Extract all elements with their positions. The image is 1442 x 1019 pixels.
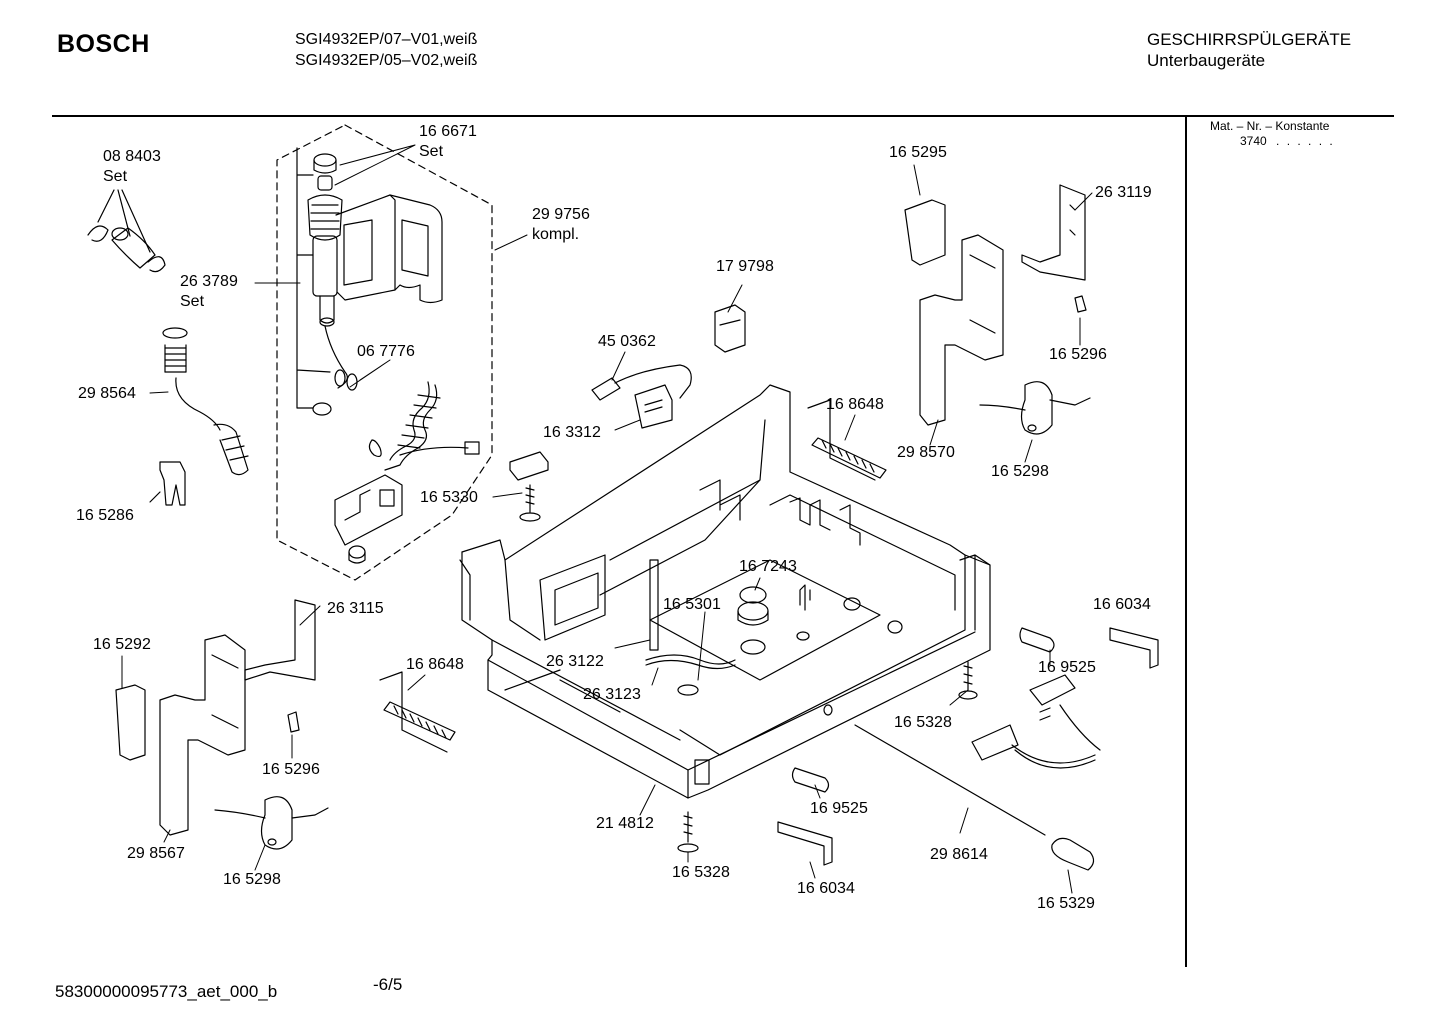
part-label-165286: 16 5286 [76, 507, 134, 524]
side-panel-divider [1185, 115, 1187, 967]
part-label-166034-bottom: 16 6034 [797, 880, 855, 897]
leader-lines [121, 144, 1093, 894]
inlet-valve-assembly [296, 147, 443, 416]
wiring-450362 [591, 364, 692, 429]
part-label-165292: 16 5292 [93, 636, 151, 653]
side-panel-dots: . . . . . . [1276, 134, 1335, 148]
part-label-163312: 16 3312 [543, 424, 601, 441]
part-label-298614: 29 8614 [930, 846, 988, 863]
part-label-263123: 26 3123 [583, 686, 641, 703]
hose-clamp-set [87, 189, 166, 273]
part-label-263122: 26 3122 [546, 653, 604, 670]
part-label-165328-bottom: 16 5328 [672, 864, 730, 881]
misc-right-parts [677, 627, 1159, 871]
part-label-263789: 26 3789 Set [180, 273, 238, 310]
part-label-298567: 29 8567 [127, 845, 185, 862]
part-label-067776: 06 7776 [357, 343, 415, 360]
right-bracket-set [904, 184, 1091, 435]
part-label-179798: 17 9798 [716, 258, 774, 275]
valve-bracket [334, 474, 403, 564]
spring-168648-b [379, 671, 456, 753]
part-label-165296-right: 16 5296 [1049, 346, 1107, 363]
part-label-168648-right: 16 8648 [826, 396, 884, 413]
document-id: 58300000095773_aet_000_b [55, 982, 278, 1001]
part-label-167243: 16 7243 [739, 558, 797, 575]
header-divider [52, 115, 1394, 117]
part-label-450362: 45 0362 [598, 333, 656, 350]
part-label-299756: 29 9756 kompl. [532, 206, 590, 243]
part-165330 [509, 451, 549, 522]
side-panel-constant-row: 3740 . . . . . . [1240, 134, 1335, 148]
part-label-298564: 29 8564 [78, 385, 136, 402]
brand-logo: BOSCH [57, 30, 150, 58]
part-label-165329: 16 5329 [1037, 895, 1095, 912]
category-block: GESCHIRRSPÜLGERÄTE Unterbaugeräte [1147, 29, 1351, 71]
page-number: -6/5 [373, 975, 403, 994]
part-label-169525-bottom: 16 9525 [810, 800, 868, 817]
part-label-165296-left: 16 5296 [262, 761, 320, 778]
part-label-165298-right: 16 5298 [991, 463, 1049, 480]
part-label-166034-right: 16 6034 [1093, 596, 1151, 613]
base-tub [459, 384, 991, 799]
left-bracket-set [115, 599, 329, 850]
part-label-214812: 21 4812 [596, 815, 654, 832]
category-title: GESCHIRRSPÜLGERÄTE [1147, 30, 1352, 49]
part-label-263119: 26 3119 [1095, 184, 1152, 201]
sump-parts [677, 584, 903, 696]
part-label-298570: 29 8570 [897, 444, 955, 461]
model-line-1: SGI4932EP/07–V01,weiß [295, 31, 478, 48]
part-label-165328-right: 16 5328 [894, 714, 952, 731]
part-label-165330: 16 5330 [420, 489, 478, 506]
part-label-168648-left: 16 8648 [406, 656, 464, 673]
assembly-outline [276, 124, 493, 581]
part-label-165301: 16 5301 [663, 596, 721, 613]
category-subtitle: Unterbaugeräte [1147, 51, 1266, 70]
part-label-263115: 26 3115 [327, 600, 384, 617]
drain-hose [162, 327, 249, 476]
clip-165286 [149, 461, 186, 506]
spring-168648-a [807, 399, 887, 481]
part-label-166671: 16 6671 Set [419, 123, 477, 160]
part-label-088403: 08 8403 Set [103, 148, 161, 185]
part-label-169525-right: 16 9525 [1038, 659, 1096, 676]
coiled-hose [368, 381, 480, 471]
model-line-2: SGI4932EP/05–V02,weiß [295, 52, 478, 69]
part-label-165295: 16 5295 [889, 144, 947, 161]
part-179798 [714, 304, 746, 353]
side-panel-constant: 3740 [1240, 134, 1267, 148]
part-label-165298-left: 16 5298 [223, 871, 281, 888]
model-list: SGI4932EP/07–V01,weiß SGI4932EP/05–V02,w… [295, 29, 477, 71]
side-panel-title: Mat. – Nr. – Konstante [1210, 119, 1330, 133]
